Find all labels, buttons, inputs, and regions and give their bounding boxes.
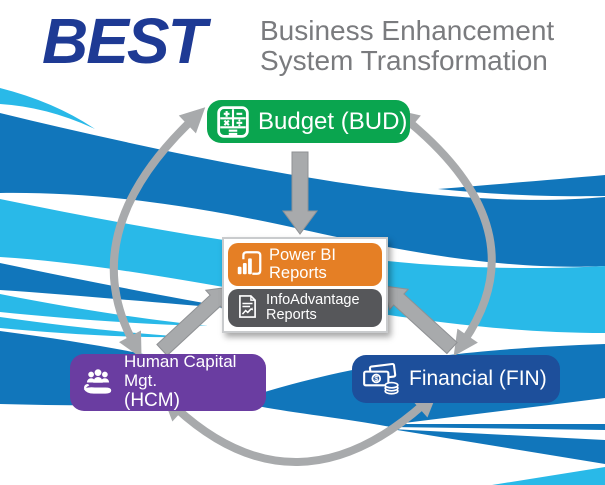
swoosh-thin-light-left-2 [0, 317, 186, 338]
swoosh-sliver-top-left [0, 88, 95, 129]
power-bi-line2: Reports [269, 263, 327, 282]
hand-people-icon [80, 365, 116, 401]
best-logo: BEST [42, 5, 207, 77]
swoosh-thin-light-left-1 [0, 294, 208, 326]
svg-text:$: $ [374, 374, 378, 383]
power-bi-label: Power BI Reports [269, 247, 336, 282]
subtitle-line-2: System Transformation [260, 45, 548, 77]
infoadvantage-line2: Reports [266, 307, 317, 324]
infoadvantage-label: InfoAdvantage Reports [266, 291, 360, 324]
logo-subtitle: Business Enhancement System Transformati… [260, 15, 555, 77]
arrow-budget-financial [393, 109, 496, 357]
power-bi-line1: Power BI [269, 246, 336, 265]
reports-hub: Power BI Reports InfoAdvantage Reports [222, 237, 388, 333]
budget-label: Budget (BUD) [258, 107, 408, 135]
infoadvantage-line1: InfoAdvantage [266, 291, 360, 308]
hcm-label: Human Capital Mgt. (HCM) [124, 352, 266, 411]
money-icon: $ [361, 362, 401, 396]
node-budget: Budget (BUD) [207, 100, 410, 143]
arrow-budget-hcm [109, 107, 206, 359]
node-hcm: Human Capital Mgt. (HCM) [70, 352, 266, 411]
subtitle-line-1: Business Enhancement [260, 15, 555, 46]
power-bi-icon [234, 248, 264, 282]
swoosh-white-wedge [396, 398, 605, 424]
infoadvantage-pill: InfoAdvantage Reports [228, 289, 382, 327]
node-financial: $ Financial (FIN) [352, 355, 560, 403]
arrow-budget-to-center [282, 151, 318, 235]
swoosh-dark-stripe [391, 429, 605, 464]
swoosh-light-corner [492, 467, 605, 485]
flow-arrows [109, 107, 496, 466]
arrow-hcm-financial [162, 391, 438, 466]
hcm-line1: Human Capital Mgt. [124, 352, 237, 391]
power-bi-pill: Power BI Reports [228, 243, 382, 287]
report-document-icon [234, 293, 261, 324]
hcm-line2: (HCM) [124, 389, 180, 411]
financial-label: Financial (FIN) [409, 367, 547, 390]
swoosh-sliver-top-right [438, 175, 605, 197]
calculator-icon [216, 105, 250, 139]
swoosh-thin-dark-left [0, 263, 238, 309]
